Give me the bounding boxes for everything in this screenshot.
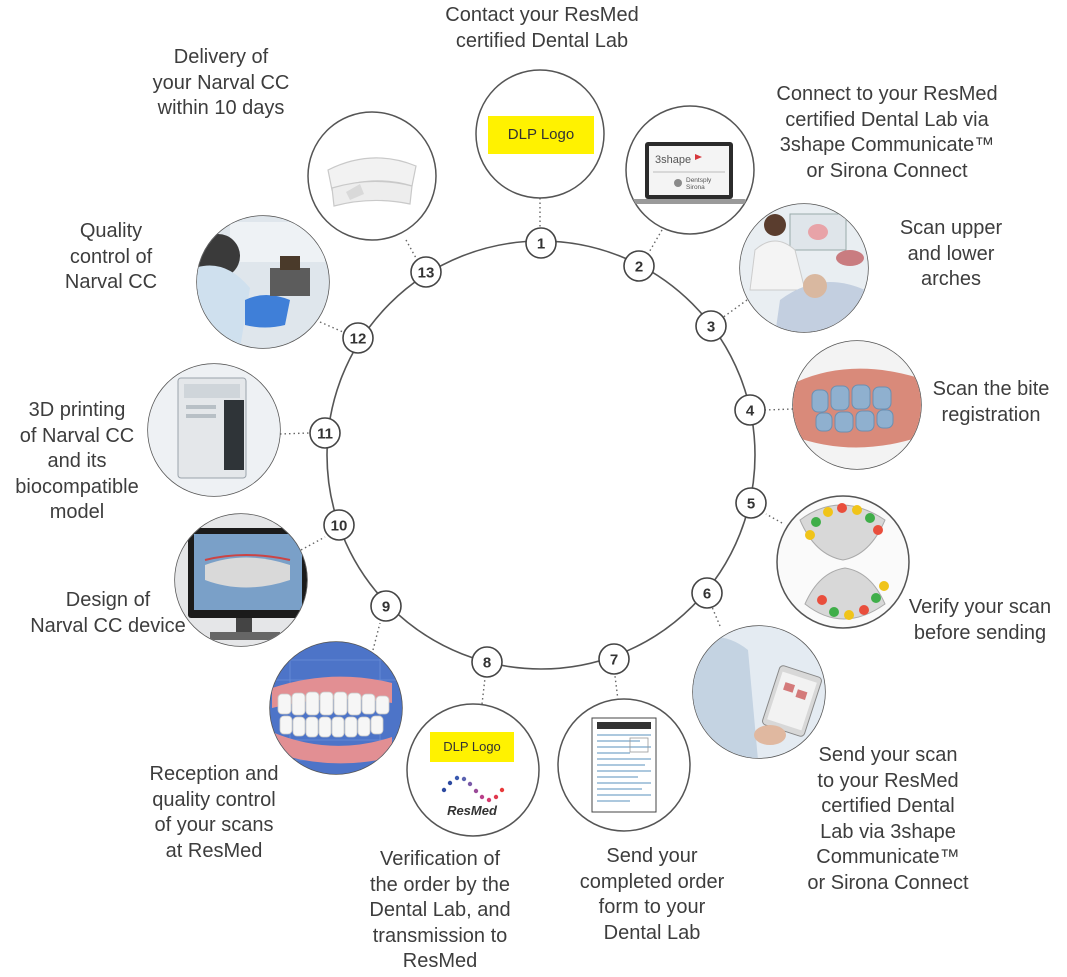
step-7-image xyxy=(557,698,691,832)
step-8-label: Verification of the order by the Dental … xyxy=(369,848,511,972)
step-10-badge: 10 xyxy=(323,509,355,541)
step-12-badge: 12 xyxy=(342,322,374,354)
step-9-label: Reception and quality control of your sc… xyxy=(149,763,279,862)
step-8-badge: 8 xyxy=(471,646,503,678)
step-12-image xyxy=(196,215,330,349)
svg-text:1: 1 xyxy=(537,236,545,253)
step-13-label: Delivery of your Narval CC within 10 day… xyxy=(152,46,290,119)
step-2-image: 3shape Dentsply Sirona xyxy=(625,105,755,235)
dlp-logo-step-1: DLP Logo xyxy=(488,116,594,154)
svg-text:8: 8 xyxy=(483,655,491,672)
svg-text:11: 11 xyxy=(317,426,333,443)
step-10-image xyxy=(174,513,308,647)
step-badges: 1 2 3 4 5 6 7 8 9 10 11 12 13 xyxy=(309,227,767,678)
step-4-label: Scan the bite registration xyxy=(932,378,1050,426)
step-10-label: Design of Narval CC device xyxy=(30,589,186,637)
threeshape-logo-text: 3shape xyxy=(655,154,691,166)
step-12-label: Quality control of Narval CC xyxy=(64,220,158,293)
step-11-badge: 11 xyxy=(309,417,341,449)
step-6-image xyxy=(692,625,826,759)
step-3-label: Scan upper and lower arches xyxy=(899,217,1003,290)
step-4-image xyxy=(792,340,922,470)
svg-text:Sirona: Sirona xyxy=(686,184,705,191)
resmed-wave-icon xyxy=(441,775,505,803)
svg-text:7: 7 xyxy=(610,652,618,669)
resmed-logo-text: ResMed xyxy=(447,803,497,818)
svg-text:6: 6 xyxy=(703,586,711,603)
connectors xyxy=(279,198,794,705)
svg-text:2: 2 xyxy=(635,259,643,276)
step-7-label: Send your completed order form to your D… xyxy=(579,845,725,944)
svg-text:Dentsply: Dentsply xyxy=(686,177,712,184)
narval-device-icon xyxy=(327,157,417,207)
step-6-label: Send your scan to your ResMed certified … xyxy=(807,744,969,894)
step-3-image xyxy=(739,203,869,333)
step-7-badge: 7 xyxy=(598,643,630,675)
svg-text:13: 13 xyxy=(418,265,435,282)
step-1-badge: 1 xyxy=(525,227,557,259)
step-2-label: Connect to your ResMed certified Dental … xyxy=(776,83,998,182)
step-9-image xyxy=(269,641,403,775)
step-11-image xyxy=(147,363,281,497)
step-13-badge: 13 xyxy=(410,256,442,288)
step-9-badge: 9 xyxy=(370,590,402,622)
step-2-badge: 2 xyxy=(623,250,655,282)
svg-text:3: 3 xyxy=(707,319,715,336)
step-6-badge: 6 xyxy=(691,577,723,609)
step-11-label: 3D printing of Narval CC and its biocomp… xyxy=(15,399,139,523)
svg-text:4: 4 xyxy=(746,403,755,420)
svg-text:12: 12 xyxy=(350,331,367,348)
step-3-badge: 3 xyxy=(695,310,727,342)
step-13-image xyxy=(307,111,437,241)
step-5-badge: 5 xyxy=(735,487,767,519)
step-4-badge: 4 xyxy=(734,394,766,426)
svg-text:5: 5 xyxy=(747,496,755,513)
order-form-icon xyxy=(591,717,657,813)
svg-text:9: 9 xyxy=(382,599,390,616)
step-5-image xyxy=(776,495,910,629)
step-5-label: Verify your scan before sending xyxy=(908,596,1052,644)
dlp-logo-step-8: DLP Logo xyxy=(430,732,514,762)
svg-text:10: 10 xyxy=(331,518,348,535)
step-1-label: Contact your ResMed certified Dental Lab xyxy=(445,4,639,52)
